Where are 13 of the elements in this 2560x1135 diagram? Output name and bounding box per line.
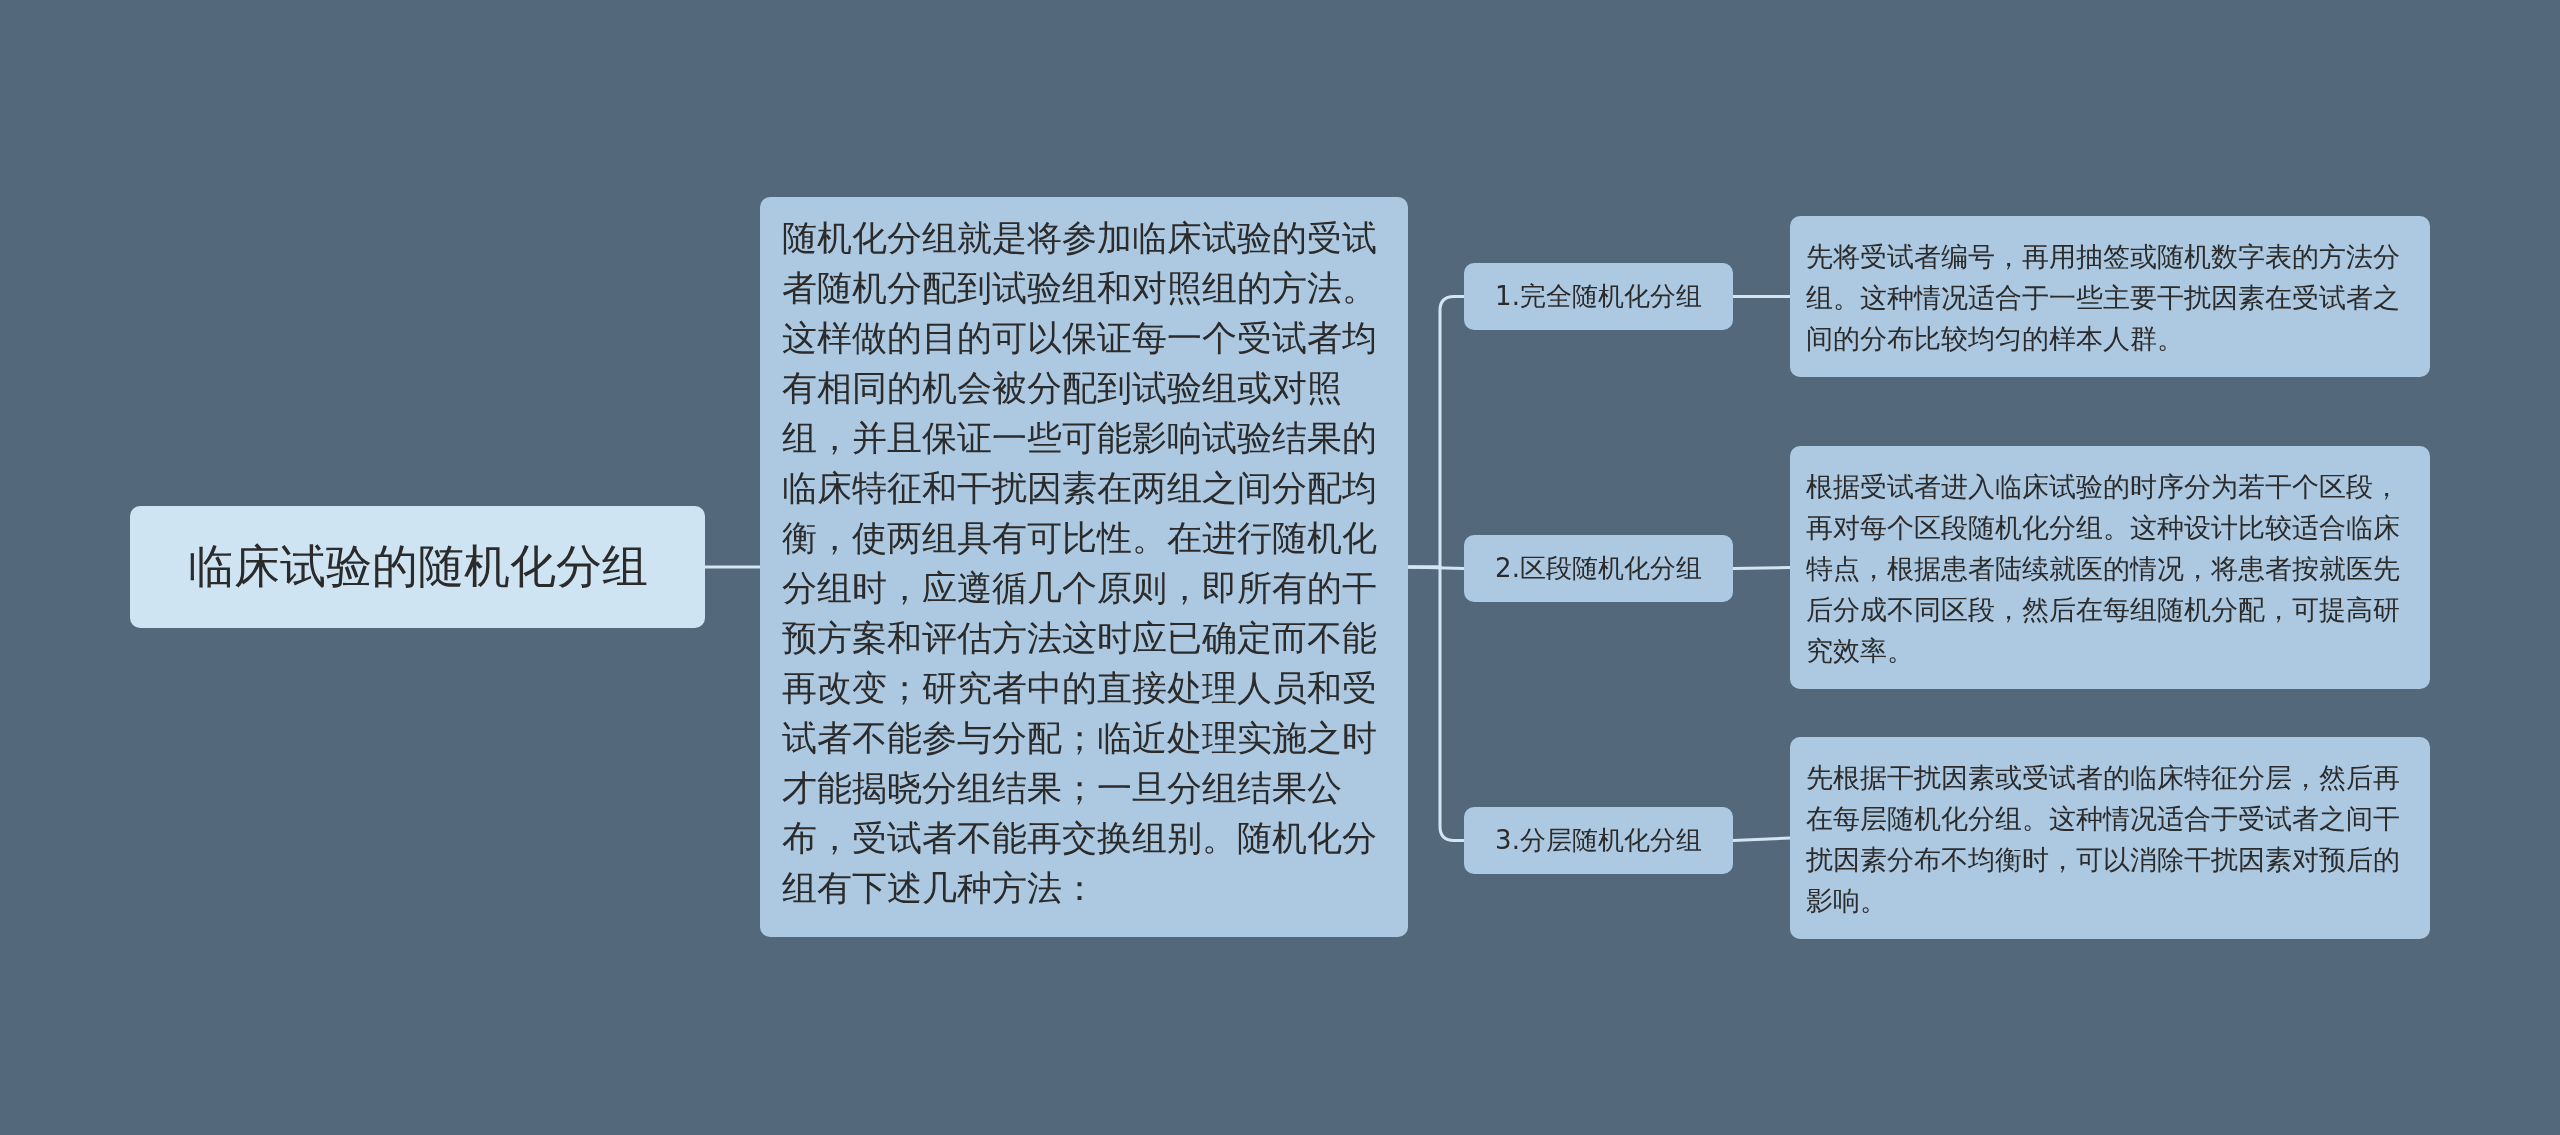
connector-line <box>1732 566 1791 570</box>
connector-line <box>1408 565 1464 842</box>
method-box: 3.分层随机化分组 <box>1464 807 1733 874</box>
description-box: 随机化分组就是将参加临床试验的受试者随机分配到试验组和对照组的方法。这样做的目的可以保证每一个受试者均有相同的机会被分配到试验组或对照组，并且保证一些可能影响试验结果的临床特征和干扰因素在两组之间分配均衡，使两组具有可比性。在进行随机化分组时，应遵循几个原则，即所有的干预方案和评估方法这时应已确定而不能再改变；研究者中的直接处理人员和受试者不能参与分配；临近处理实施之时才能揭晓分组结果；一旦分组结果公布，受试者不能再交换组别。随机化分组有下述几种方法： <box>760 197 1408 937</box>
detail-box: 先根据干扰因素或受试者的临床特征分层，然后再在每层随机化分组。这种情况适合于受试者之间干扰因素分布不均衡时，可以消除干扰因素对预后的影响。 <box>1790 737 2430 939</box>
detail-box: 先将受试者编号，再用抽签或随机数字表的方法分组。这种情况适合于一些主要干扰因素在受试者之间的分布比较均匀的样本人群。 <box>1790 216 2430 377</box>
connector-line <box>1733 295 1790 298</box>
detail-box: 根据受试者进入临床试验的时序分为若干个区段，再对每个区段随机化分组。这种设计比较适合临床特点，根据患者陆续就医的情况，将患者按就医先后分成不同区段，然后在每组随机分配，可提高研究效率。 <box>1790 446 2430 689</box>
connector-line <box>705 565 760 569</box>
connector-line <box>1732 836 1791 842</box>
method-box: 1.完全随机化分组 <box>1464 263 1733 330</box>
topic-box: 临床试验的随机化分组 <box>130 506 705 628</box>
method-box: 2.区段随机化分组 <box>1464 535 1733 602</box>
